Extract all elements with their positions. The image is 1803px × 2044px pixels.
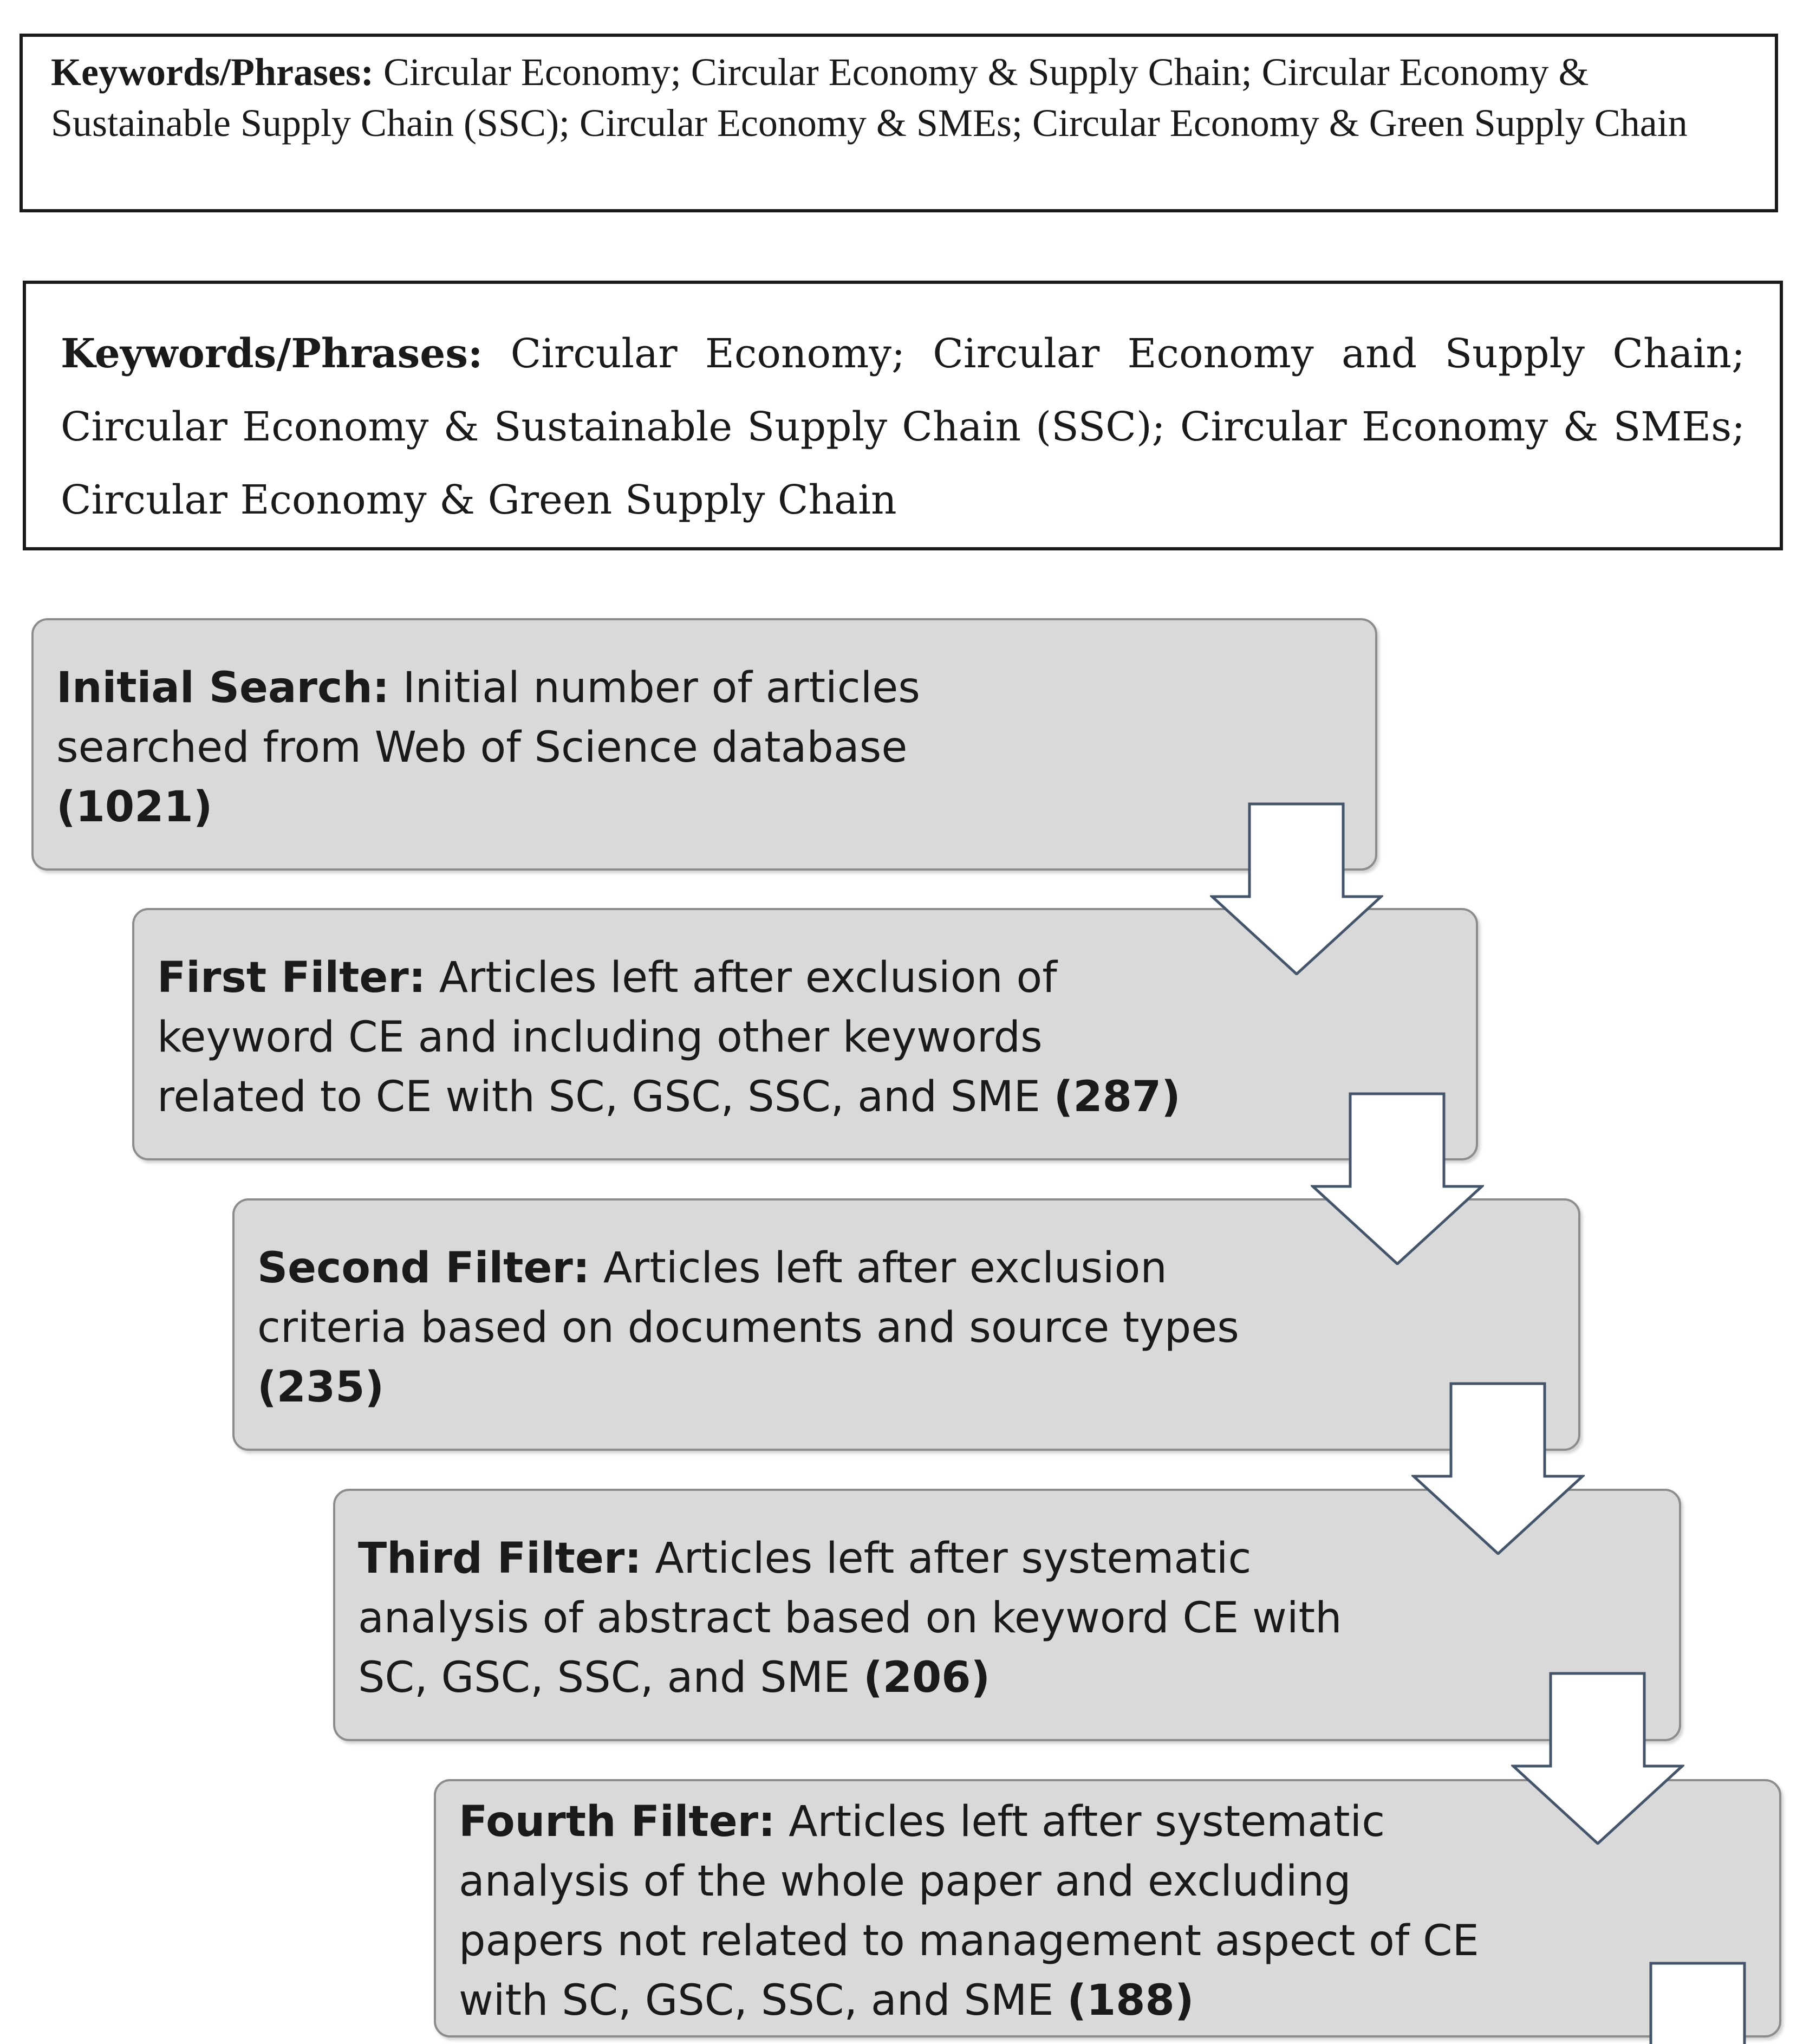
step-count: (235): [257, 1363, 385, 1412]
third-filter-box: Third Filter: Articles left after system…: [333, 1489, 1681, 1741]
fourth-filter-box: Fourth Filter: Articles left after syste…: [434, 1779, 1781, 2037]
step-count: (1021): [56, 783, 213, 832]
step-count: (287): [1053, 1073, 1181, 1121]
step-text: Articles left after systematic analysis …: [358, 1534, 1342, 1702]
down-arrow-icon: [1411, 1382, 1585, 1555]
step-label: Fourth Filter:: [459, 1798, 776, 1846]
step-label: First Filter:: [157, 953, 426, 1002]
step-count: (206): [863, 1653, 991, 1702]
initial-search-box: Initial Search: Initial number of articl…: [31, 618, 1377, 871]
keywords-label: Keywords/Phrases:: [61, 330, 483, 377]
keywords-text: Circular Economy; Circular Economy and S…: [61, 330, 1745, 523]
step-text: Articles left after exclusion of keyword…: [157, 953, 1057, 1121]
keywords-text: Circular Economy; Circular Economy & Sup…: [51, 50, 1688, 145]
down-arrow-icon: [1649, 1962, 1746, 2044]
down-arrow-icon: [1311, 1092, 1484, 1265]
down-arrow-icon: [1511, 1672, 1684, 1845]
step-label: Initial Search:: [56, 664, 389, 712]
step-count: (188): [1067, 1976, 1194, 2025]
first-filter-box: First Filter: Articles left after exclus…: [132, 908, 1478, 1160]
keywords-box-1: Keywords/Phrases: Circular Economy; Circ…: [19, 34, 1778, 212]
step-text: Articles left after systematic analysis …: [459, 1798, 1479, 2025]
keywords-box-2: Keywords/Phrases: Circular Economy; Circ…: [23, 281, 1783, 550]
keywords-label: Keywords/Phrases:: [51, 50, 374, 94]
step-text: Initial number of articles searched from…: [56, 664, 920, 772]
down-arrow-icon: [1210, 802, 1383, 975]
second-filter-box: Second Filter: Articles left after exclu…: [232, 1198, 1580, 1451]
step-text: Articles left after exclusion criteria b…: [257, 1244, 1239, 1352]
step-label: Third Filter:: [358, 1534, 642, 1583]
step-label: Second Filter:: [257, 1244, 590, 1293]
